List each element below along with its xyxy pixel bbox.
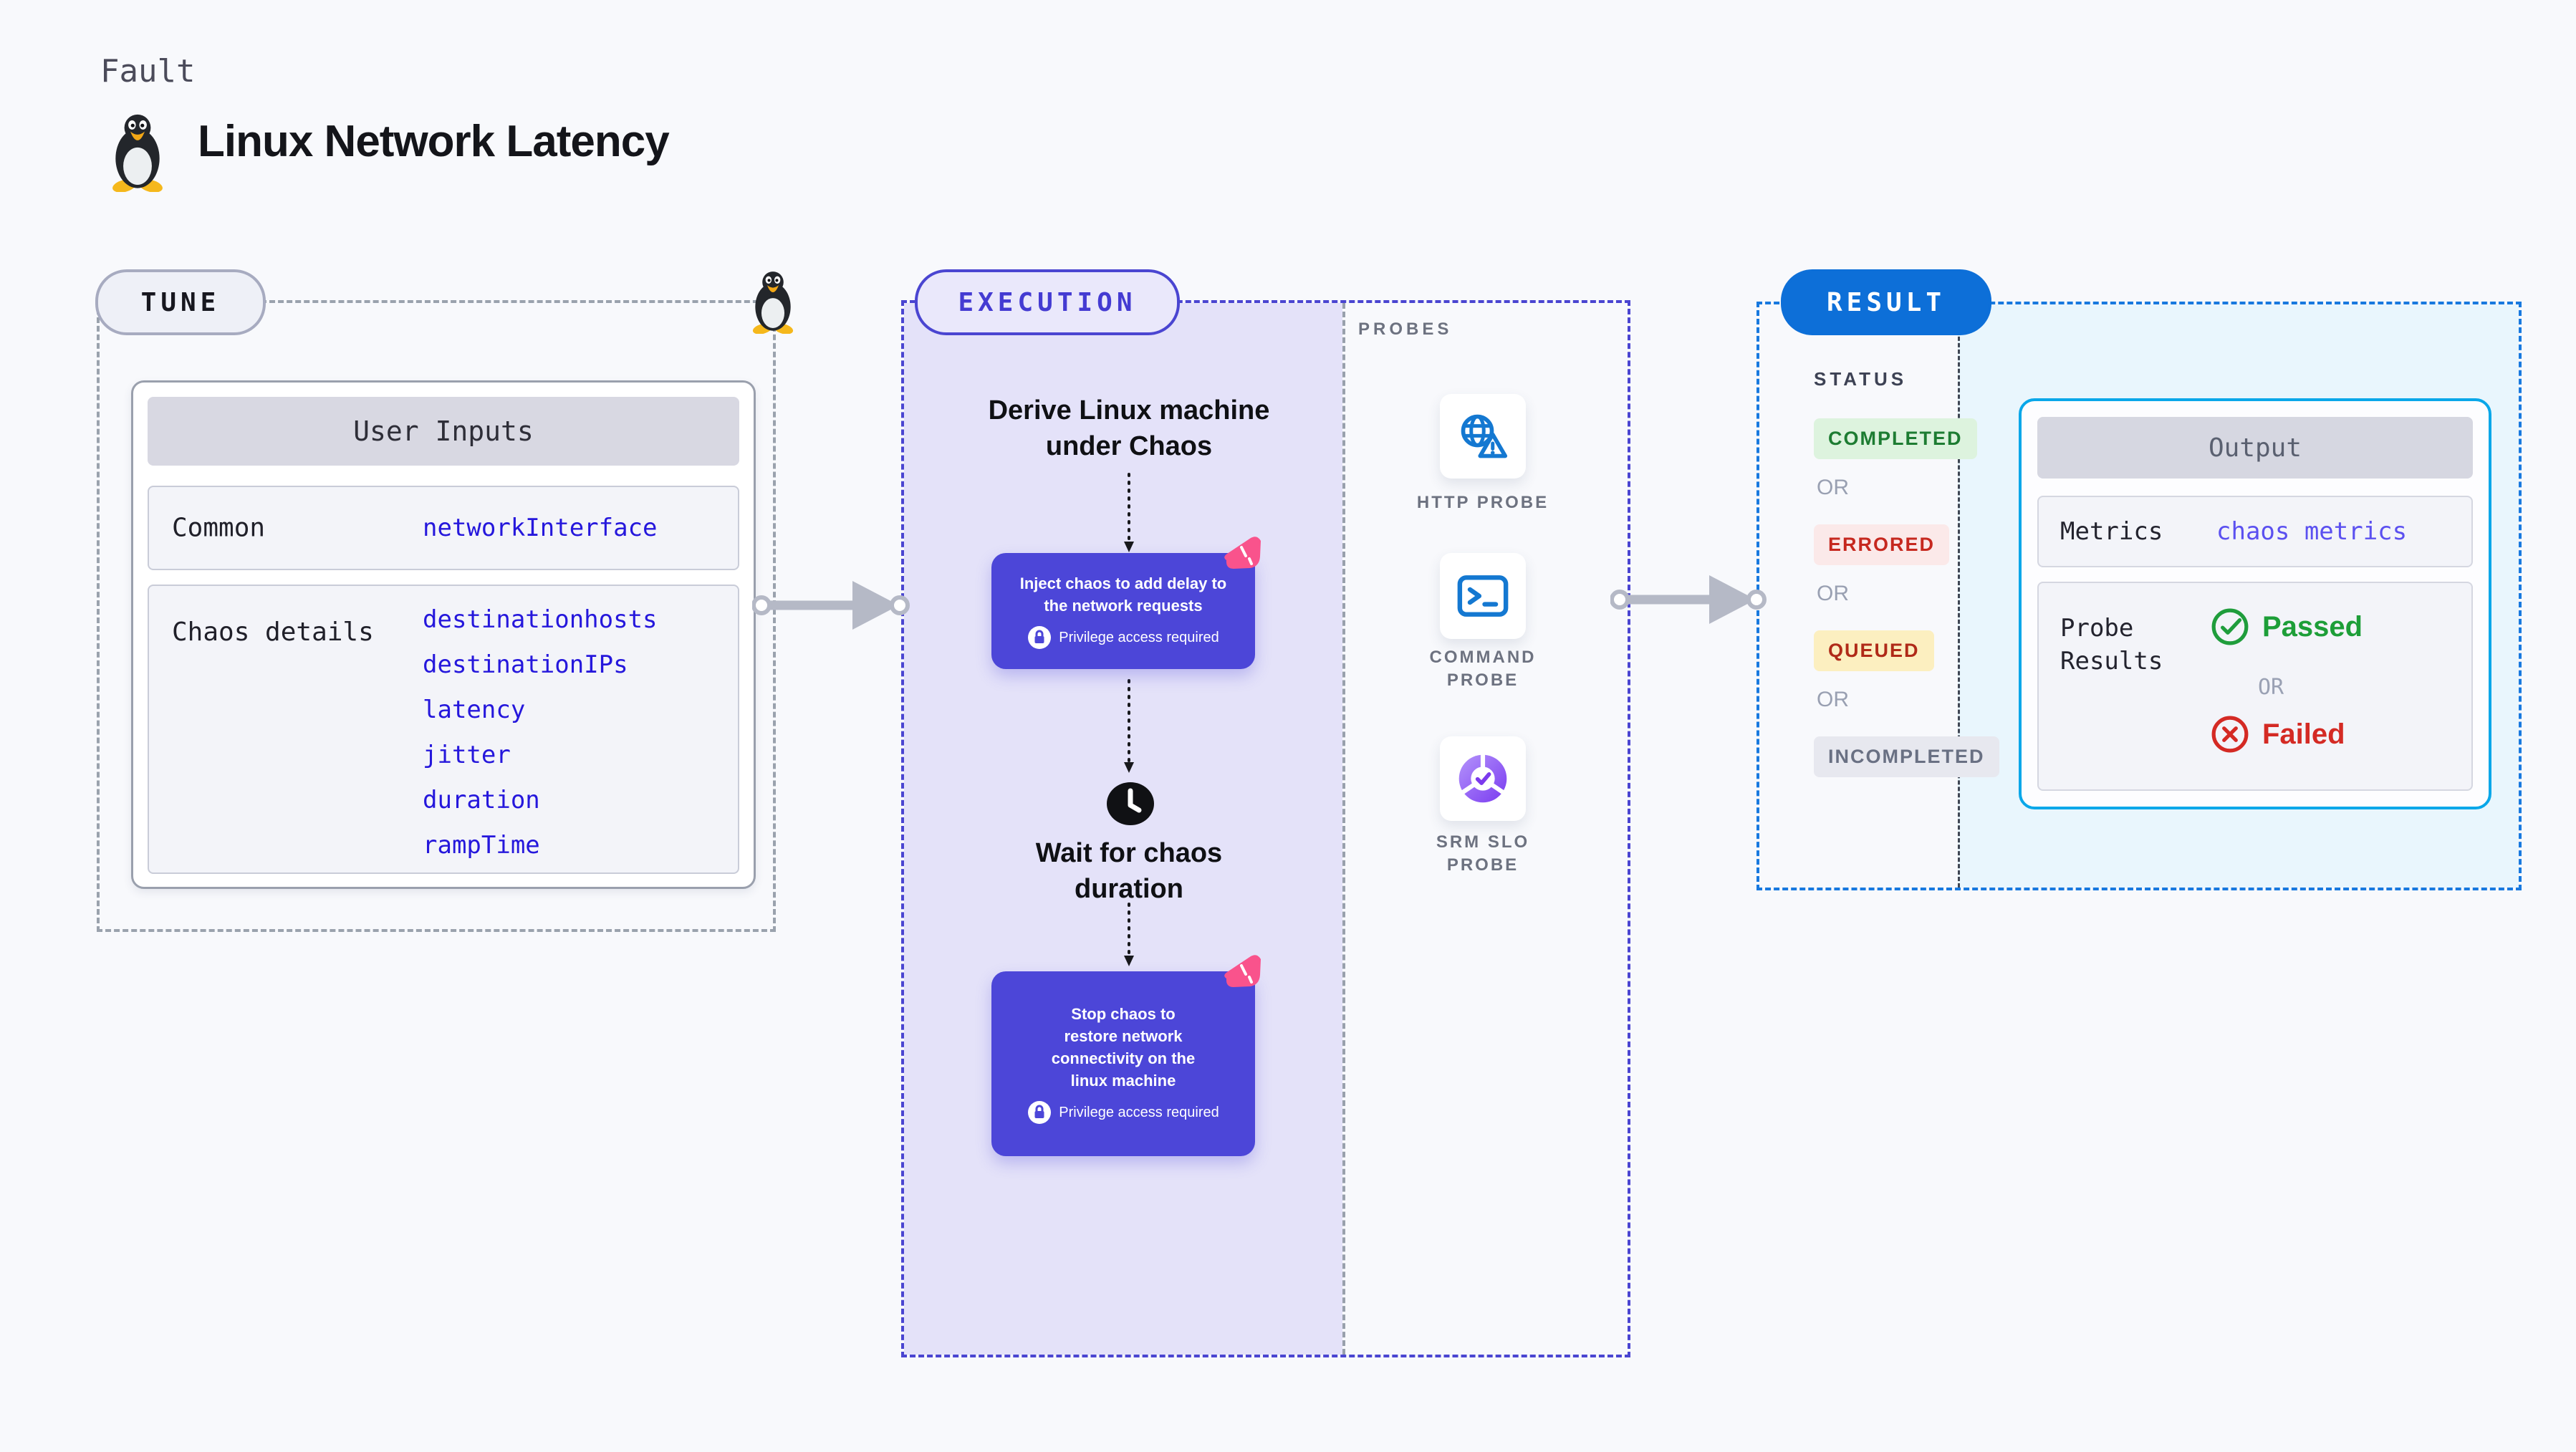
passed-label: Passed [2262,610,2363,643]
flow-dotted-arrow [1124,903,1134,966]
row-label: Common [172,513,266,543]
lock-icon [1028,626,1052,649]
tux-penguin-icon [112,114,163,192]
srm-slo-probe-card [1440,736,1526,821]
flow-dotted-arrow [1124,679,1134,773]
privilege-note: Privilege access required [1059,629,1219,645]
probes-divider [1342,303,1345,1355]
chaos-value: duration [423,786,540,814]
wait-clock-icon [1107,782,1154,825]
terminal-icon [1457,575,1509,617]
chaos-value: destinationIPs [423,650,628,679]
failed-label: Failed [2262,718,2345,750]
execution-badge: EXECUTION [915,269,1180,335]
probe-results-row: Probe Results Passed OR Failed [2037,582,2473,791]
or-text: OR [1817,582,1849,605]
chaos-value: jitter [423,741,511,769]
chaos-pink-icon [1224,537,1261,569]
wait-step-label: Wait for chaos duration [1035,838,1223,904]
slo-pie-icon [1458,753,1507,803]
lock-icon [1028,1101,1052,1124]
tune-badge: TUNE [95,269,266,335]
command-probe-label: COMMAND PROBE [1429,648,1537,690]
or-text: OR [1817,476,1849,499]
flow-dotted-arrow [1124,473,1134,552]
srm-slo-probe-label: SRM SLO PROBE [1436,832,1530,875]
stop-chaos-label: Stop chaos to restore network connectivi… [1051,1005,1196,1090]
metrics-value: chaos metrics [2216,517,2408,546]
status-label: STATUS [1814,368,1908,390]
chaos-value: destinationhosts [423,605,658,634]
execution-panel [904,303,1342,1355]
metrics-label: Metrics [2060,517,2163,546]
failed-verdict: Failed [2211,715,2345,754]
command-probe-card [1440,553,1526,639]
user-inputs-card: User Inputs Common networkInterface Chao… [131,380,756,889]
fault-kicker: Fault [100,53,196,90]
probe-results-label: Probe Results [2060,614,2163,675]
derive-step-label: Derive Linux machine under Chaos [988,395,1270,461]
status-chip-incompleted: INCOMPLETED [1814,736,1999,777]
status-chip-completed: COMPLETED [1814,418,1977,459]
tune-to-execution-arrow [752,581,910,630]
stop-chaos-node: Stop chaos to restore network connectivi… [991,971,1255,1156]
row-values: destinationhosts destinationIPs latency … [423,597,658,868]
chaos-value: rampTime [423,831,540,860]
check-circle-icon [2211,608,2249,645]
chaos-pink-icon [1224,955,1261,987]
row-label: Chaos details [172,617,374,647]
passed-verdict: Passed [2211,607,2363,646]
or-text: OR [2258,675,2284,700]
user-inputs-title: User Inputs [148,397,739,466]
output-card: Output Metrics chaos metrics Probe Resul… [2019,398,2491,809]
row-value: networkInterface [423,514,658,542]
user-inputs-row-common: Common networkInterface [148,486,739,570]
execution-to-result-arrow [1610,575,1767,624]
inject-chaos-node: Inject chaos to add delay to the network… [991,553,1255,669]
status-chip-queued: QUEUED [1814,630,1934,671]
execution-section-box [901,300,1630,1357]
probes-label: PROBES [1358,319,1453,339]
tux-penguin-icon-small [752,271,794,334]
http-probe-card [1440,394,1526,479]
output-title: Output [2037,417,2473,479]
result-badge: RESULT [1781,269,1991,335]
x-circle-icon [2211,716,2249,753]
chaos-value: latency [423,696,526,724]
result-divider [1958,304,1960,888]
http-probe-label: HTTP PROBE [1416,493,1549,512]
user-inputs-row-chaos-details: Chaos details destinationhosts destinati… [148,585,739,874]
tune-section-box [97,300,776,932]
or-text: OR [1817,688,1849,711]
inject-chaos-label: Inject chaos to add delay to the network… [1019,574,1227,615]
metrics-row: Metrics chaos metrics [2037,496,2473,567]
page-title: Linux Network Latency [198,117,670,166]
privilege-note: Privilege access required [1059,1104,1219,1120]
status-chip-errored: ERRORED [1814,524,1950,565]
globe-alert-icon [1461,414,1508,458]
